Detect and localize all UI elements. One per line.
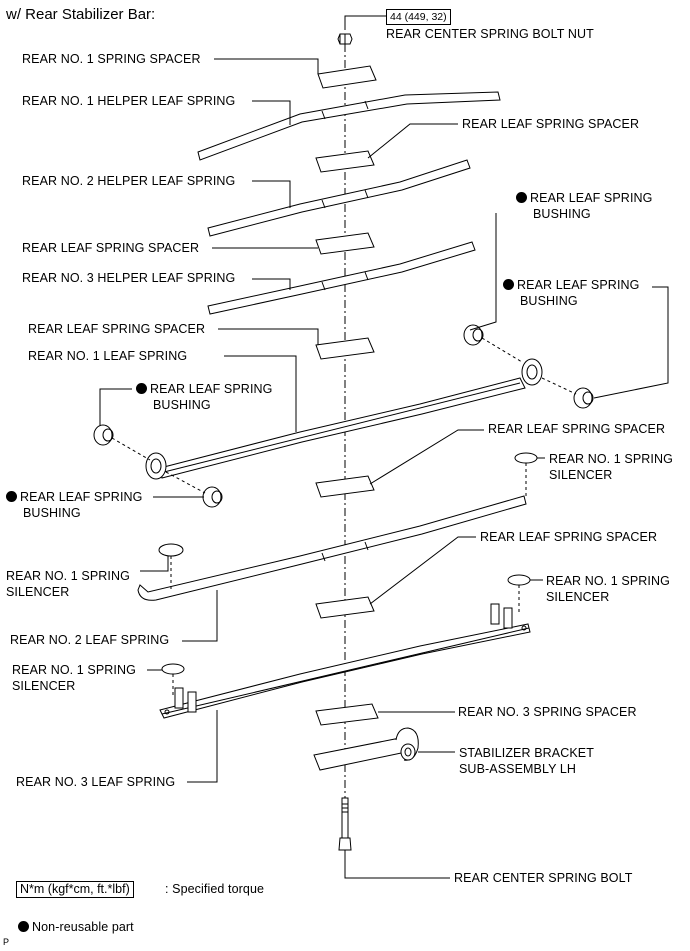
label-no3-helper-leaf-spring: REAR NO. 3 HELPER LEAF SPRING (22, 271, 236, 285)
label-no1-spring-spacer: REAR NO. 1 SPRING SPACER (22, 52, 201, 66)
torque-spec-box: 44 (449, 32) (386, 9, 451, 25)
leaf-spring-spacer-3-part (315, 337, 375, 360)
silencer-right-2-part (507, 574, 531, 586)
non-reusable-dot-icon (136, 383, 147, 394)
label-no1-leaf-spring: REAR NO. 1 LEAF SPRING (28, 349, 188, 363)
no3-spring-spacer-part (315, 703, 379, 726)
bushing-right-upper-part (463, 324, 484, 346)
label-center-bolt-nut: REAR CENTER SPRING BOLT NUT (386, 27, 594, 41)
label-bushing-right-2: REAR LEAF SPRING BUSHING (503, 277, 639, 309)
no3-leaf-spring-part (159, 603, 531, 719)
no1-helper-leaf-part (197, 91, 501, 161)
no1-spring-spacer-part (317, 65, 377, 89)
label-center-bolt: REAR CENTER SPRING BOLT (454, 871, 633, 885)
label-leaf-spring-spacer-5: REAR LEAF SPRING SPACER (480, 530, 658, 544)
stabilizer-bracket-part (313, 727, 419, 771)
bushing-left-upper-part (93, 424, 114, 446)
non-reusable-dot-icon (503, 279, 514, 290)
leaf-spring-spacer-5-part (315, 596, 375, 619)
no2-helper-leaf-part (207, 159, 471, 237)
leaf-spring-spacer-2-part (315, 232, 375, 255)
center-bolt-part (338, 797, 352, 851)
label-leaf-spring-spacer-4: REAR LEAF SPRING SPACER (488, 422, 666, 436)
center-bolt-nut-part (337, 33, 353, 45)
bushing-right-lower-part (573, 387, 594, 409)
label-bushing-left-2: REAR LEAF SPRING BUSHING (6, 489, 142, 521)
footer-code: P (3, 937, 10, 947)
legend-nonreusable: Non-reusable part (18, 919, 134, 935)
no3-helper-leaf-part (207, 241, 476, 315)
non-reusable-dot-icon (6, 491, 17, 502)
leader-lines (99, 15, 669, 879)
label-leaf-spring-spacer-2: REAR LEAF SPRING SPACER (22, 241, 200, 255)
label-no3-spring-spacer: REAR NO. 3 SPRING SPACER (458, 705, 637, 719)
leaf-spring-spacer-4-part (315, 475, 375, 498)
no2-leaf-spring-part (137, 495, 527, 601)
legend-torque-text: : Specified torque (165, 882, 265, 896)
label-no2-leaf-spring: REAR NO. 2 LEAF SPRING (10, 633, 170, 647)
label-bushing-right-top: REAR LEAF SPRING BUSHING (516, 190, 652, 222)
non-reusable-dot-icon (516, 192, 527, 203)
leaf-spring-spacer-1-part (315, 150, 375, 173)
label-no2-helper-leaf-spring: REAR NO. 2 HELPER LEAF SPRING (22, 174, 236, 188)
bushing-left-lower-part (202, 486, 223, 508)
silencer-left-1-part (158, 543, 184, 557)
label-leaf-spring-spacer-1: REAR LEAF SPRING SPACER (462, 117, 640, 131)
silencer-right-1-part (514, 452, 538, 464)
non-reusable-dot-icon (18, 921, 29, 932)
label-no3-leaf-spring: REAR NO. 3 LEAF SPRING (16, 775, 176, 789)
no1-leaf-spring-part (145, 358, 543, 480)
label-no1-helper-leaf-spring: REAR NO. 1 HELPER LEAF SPRING (22, 94, 236, 108)
silencer-left-2-part (161, 663, 185, 675)
legend-torque-unit-box: N*m (kgf*cm, ft.*lbf) (16, 881, 134, 898)
diagram-title: w/ Rear Stabilizer Bar: (6, 6, 156, 23)
label-leaf-spring-spacer-3: REAR LEAF SPRING SPACER (28, 322, 206, 336)
label-bushing-left-1: REAR LEAF SPRING BUSHING (136, 381, 272, 413)
